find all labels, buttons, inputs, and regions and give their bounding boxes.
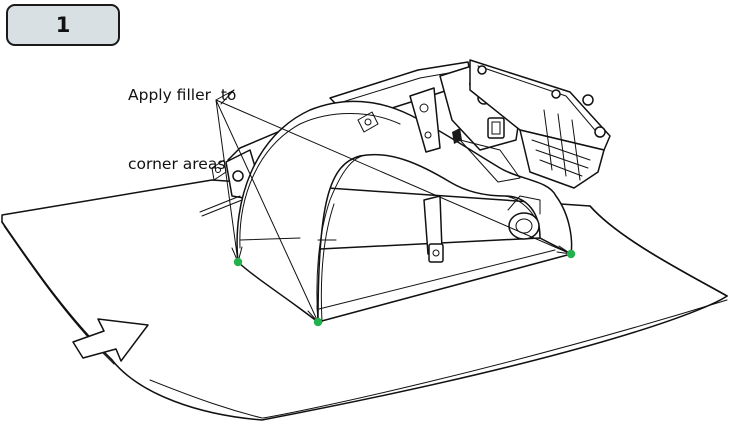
callout-text: Apply filler to corner areas xyxy=(128,38,288,222)
roller-knob xyxy=(507,195,541,240)
step-badge: 1 xyxy=(6,4,120,46)
callout-line-2: corner areas xyxy=(128,155,226,173)
corner-marker-left xyxy=(233,257,243,267)
front-post xyxy=(423,195,444,263)
leader-lines xyxy=(215,89,572,323)
callout-line-1: Apply filler to xyxy=(128,86,237,104)
corner-marker-front xyxy=(313,317,323,327)
hollow-arrow-right-icon xyxy=(72,318,149,362)
top-mechanism xyxy=(357,59,611,189)
step-number: 1 xyxy=(55,13,71,37)
corner-marker-right xyxy=(566,249,576,259)
corner-markers xyxy=(233,249,576,327)
